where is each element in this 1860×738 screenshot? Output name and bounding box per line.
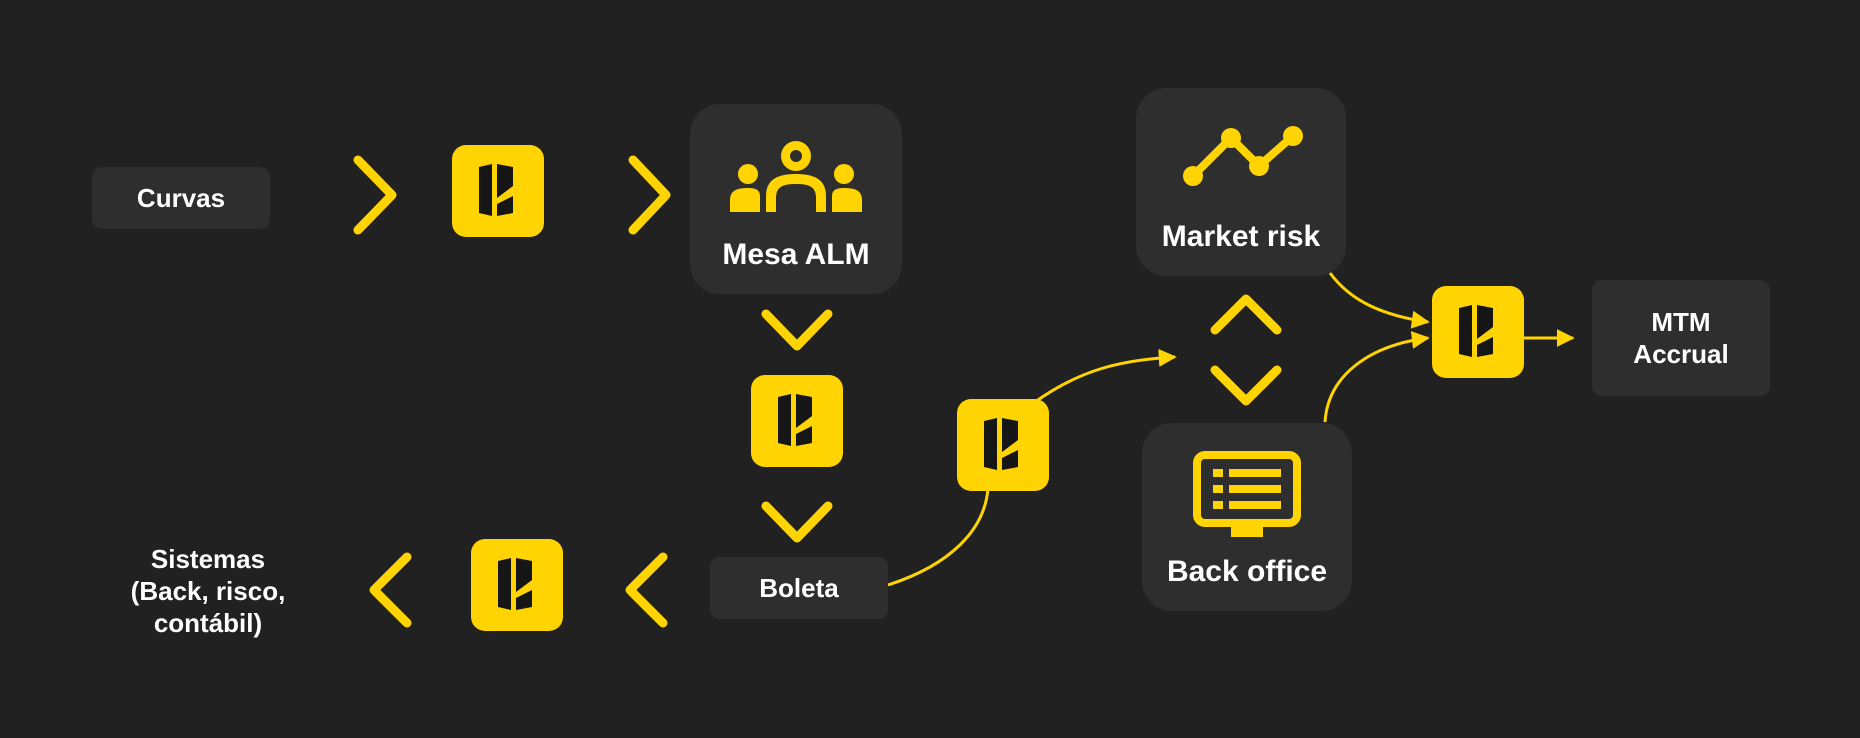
chevron-down-1	[761, 309, 833, 351]
chevron-right-2	[628, 155, 671, 235]
chevron-down-mid	[1210, 365, 1282, 406]
node-sistemas-line2: (Back, risco,	[130, 576, 286, 606]
connector-logo-chevron	[1034, 348, 1177, 404]
node-back-office: Back office	[1142, 423, 1352, 611]
node-boleta: Boleta	[710, 557, 888, 619]
brand-logo-icon	[452, 145, 544, 237]
node-curvas-label: Curvas	[136, 182, 226, 213]
node-accrual-label: Accrual	[1633, 339, 1729, 369]
connector-backoffice-logo	[1323, 331, 1430, 423]
node-boleta-label: Boleta	[759, 572, 839, 603]
node-market-risk: Market risk	[1136, 88, 1346, 276]
connector-boleta-logo	[887, 487, 990, 587]
node-mtm-accrual: MTM Accrual	[1592, 280, 1770, 396]
chevron-right-1	[353, 155, 397, 235]
node-sistemas-line3: contábil)	[153, 608, 263, 638]
brand-logo-icon	[471, 539, 563, 631]
node-market-risk-label: Market risk	[1161, 220, 1321, 253]
node-mesa-alm: Mesa ALM	[690, 104, 902, 294]
connector-marketrisk-logo	[1328, 272, 1430, 329]
node-back-office-label: Back office	[1166, 555, 1328, 588]
chevron-up-mid	[1210, 294, 1282, 335]
brand-logo-icon	[957, 399, 1049, 491]
chevron-down-2	[761, 501, 833, 543]
people-group-icon	[728, 140, 864, 214]
brand-logo-icon	[1432, 286, 1524, 378]
monitor-list-icon	[1193, 451, 1301, 541]
node-curvas: Curvas	[92, 167, 270, 229]
line-chart-icon	[1181, 126, 1305, 186]
node-sistemas-line1: Sistemas	[150, 544, 266, 574]
chevron-left-2	[625, 552, 668, 628]
node-sistemas: Sistemas (Back, risco, contábil)	[110, 543, 306, 639]
node-mtm-label: MTM	[1651, 307, 1711, 337]
node-mesa-alm-label: Mesa ALM	[722, 238, 870, 271]
chevron-left-1	[369, 552, 412, 628]
brand-logo-icon	[751, 375, 843, 467]
